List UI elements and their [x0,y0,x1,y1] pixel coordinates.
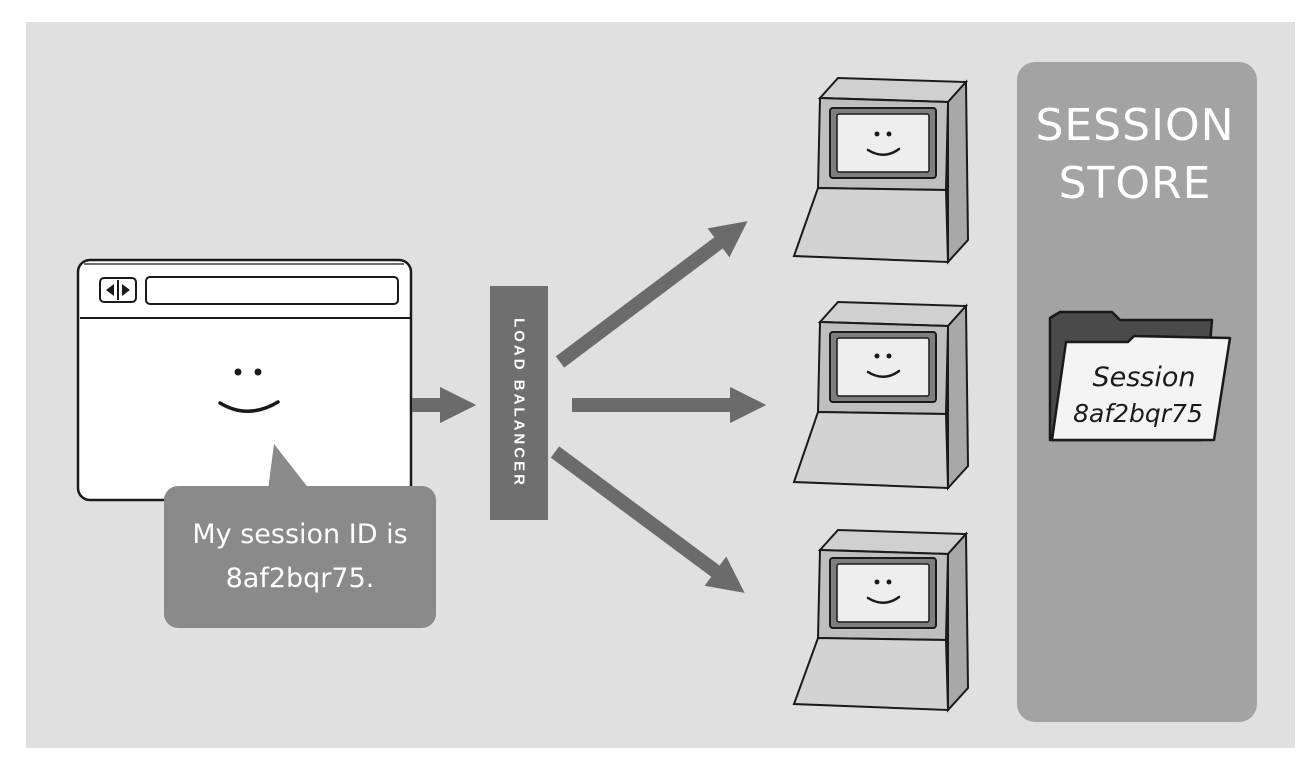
server-smiley-face [866,131,901,156]
server-smiley-face [866,579,901,604]
session-store-title-line2: STORE [1059,158,1212,209]
session-store: SESSION STORE Session 8af2bqr75 [1017,62,1257,722]
server-top [792,76,970,265]
folder-label-line2: 8af2bqr75 [1073,399,1203,428]
server-middle [792,300,970,491]
load-balancer-label: LOAD BALANCER [511,318,528,488]
speech-bubble: My session ID is 8af2bqr75. [164,444,436,628]
nav-arrows-icon [99,277,137,303]
address-bar [145,276,399,305]
speech-bubble-line1: My session ID is [192,519,407,550]
arrow-to-server-bottom [550,446,745,593]
session-folder-icon: Session 8af2bqr75 [1048,310,1232,442]
server-bottom [792,528,970,713]
folder-label-line1: Session [1092,362,1195,393]
load-balancer: LOAD BALANCER [490,286,548,520]
server-smiley-face [866,353,901,378]
browser-window [76,258,413,502]
browser-smiley-face [218,368,280,413]
speech-bubble-line2: 8af2bqr75. [226,563,375,594]
session-store-title-line1: SESSION [1035,100,1234,151]
arrow-to-server-top [555,221,748,368]
